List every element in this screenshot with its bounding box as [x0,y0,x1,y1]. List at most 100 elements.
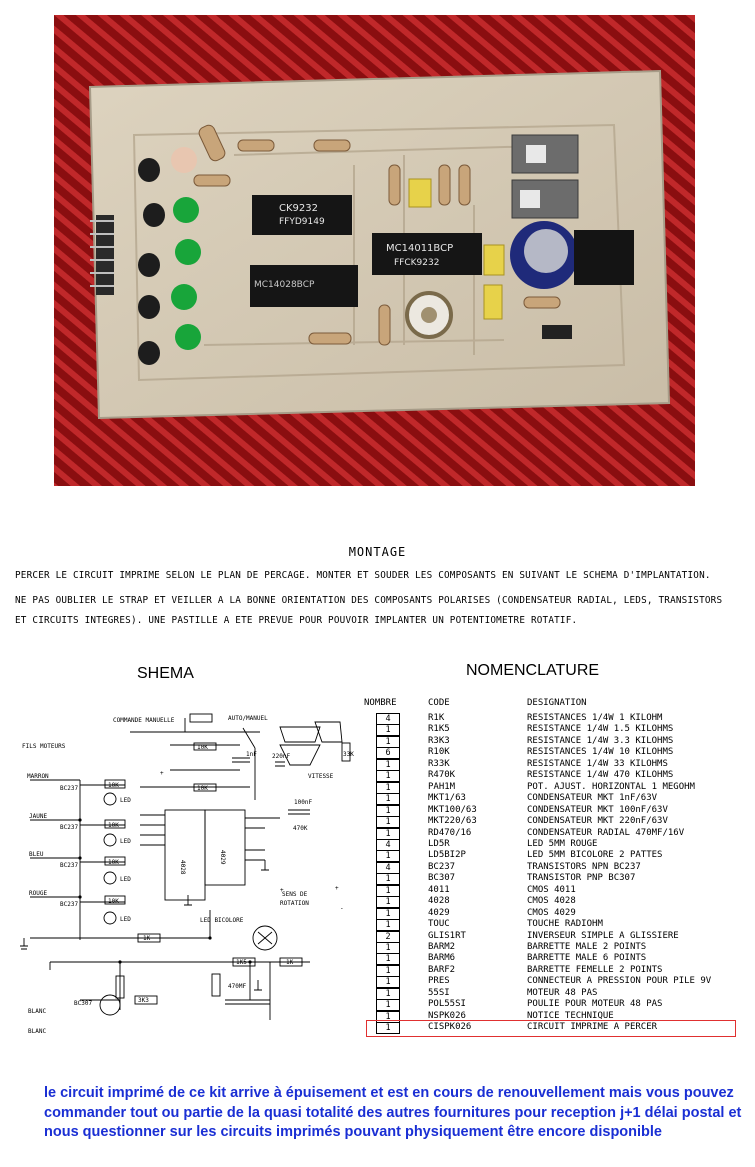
code-cell: LD5R [428,838,450,849]
code-cell: MKT100/63 [428,804,477,815]
designation-cell: LED 5MM BICOLORE 2 PATTES [527,850,663,861]
label-fils: FILS MOTEURS [22,743,66,750]
label-led-4: LED [120,916,131,923]
label-bc237-3: BC237 [60,862,78,869]
code-cell: RD470/16 [428,827,472,838]
label-r3k3: 3K3 [138,997,149,1004]
designation-cell: MOTEUR 48 PAS [527,987,598,998]
qty-cell: 1 [376,770,400,783]
label-blanc-2: BLANC [28,1028,46,1035]
label-rouge: ROUGE [29,890,47,897]
code-cell: BC237 [428,861,456,872]
designation-cell: CMOS 4011 [527,884,576,895]
designation-cell: BARRETTE FEMELLE 2 POINTS [527,964,663,975]
resistors [193,124,561,346]
electrolytic-capacitor [510,221,578,289]
qty-cell: 1 [376,987,400,1000]
table-row: 1 RD470/16 CONDENSATEUR RADIAL 470MF/16V [0,827,755,840]
qty-cell: 1 [376,907,400,920]
highlight-box [366,1020,736,1038]
col-code: CODE [428,698,450,708]
montage-line-3: ET CIRCUITS INTEGRES). UNE PASTILLE A ET… [15,615,578,626]
schematic-diagram: COMMANDE MANUELLE AUTO/MANUEL FILS MOTEU… [20,713,354,1035]
label-r1k-b: 1K [286,959,294,966]
designation-cell: INVERSEUR SIMPLE A GLISSIERE [527,930,679,941]
label-r10k-b: 10K [197,785,208,792]
qty-cell: 1 [376,873,400,886]
qty-cell: 4 [376,838,400,851]
qty-cell: 1 [376,976,400,989]
qty-cell: 1 [376,953,400,966]
qty-cell: 1 [376,758,400,771]
table-row: 4 BC237 TRANSISTORS NPN BC237 [0,861,755,874]
label-rotation: ROTATION [280,900,309,907]
pin-header [90,215,114,295]
designation-cell: NOTICE TECHNIQUE [527,1010,614,1021]
label-vitesse: VITESSE [308,773,334,780]
label-commande: COMMANDE MANUELLE [113,717,175,724]
label-r470k: 470K [293,825,308,832]
designation-cell: TOUCHE RADIOHM [527,919,603,930]
code-cell: 55SI [428,987,450,998]
designation-cell: CONDENSATEUR MKT 100nF/63V [527,804,668,815]
designation-cell: CONDENSATEUR RADIAL 470MF/16V [527,827,685,838]
code-cell: R1K [428,713,445,723]
nomenclature-heading: NOMENCLATURE [466,662,600,679]
designation-cell: TRANSISTORS NPN BC237 [527,861,641,872]
qty-cell: 4 [376,861,400,874]
label-r10k-a: 10K [197,744,208,751]
code-cell: R10K [428,747,450,758]
table-row: 1 BC307 TRANSISTOR PNP BC307 [0,873,755,886]
code-cell: 4029 [428,907,450,918]
qty-cell: 1 [376,724,400,737]
pushbutton [574,230,634,285]
code-cell: TOUC [428,919,450,930]
label-r1k-a: 1K [143,935,151,942]
qty-cell: 1 [376,793,400,806]
label-bleu: BLEU [29,851,44,858]
qty-cell: 1 [376,827,400,840]
label-c220nf: 220nF [272,753,290,760]
montage-title: MONTAGE [348,545,407,559]
label-bc307: BC307 [74,1000,92,1007]
code-cell: R1K5 [428,724,450,735]
designation-cell: CONDENSATEUR MKT 1nF/63V [527,793,658,804]
montage-line-1: PERCER LE CIRCUIT IMPRIME SELON LE PLAN … [15,570,711,581]
label-plus-2: + [280,887,284,894]
qty-cell: 1 [376,804,400,817]
label-r10k-c: 10K [108,782,119,789]
chip-label-4: MC14011BCP [386,243,453,254]
code-cell: 4011 [428,884,450,895]
chip-label-3: MC14028BCP [254,280,315,290]
designation-cell: TRANSISTOR PNP BC307 [527,873,636,884]
code-cell: BARM2 [428,942,456,952]
code-cell: R3K3 [428,735,450,746]
qty-cell: 2 [376,930,400,943]
pcb-photo: CK9232 FFYD9149 MC14028BCP MC14011BCP FF… [54,15,695,486]
label-c470mf: 470MF [228,983,246,990]
code-cell: BARM6 [428,953,456,964]
designation-cell: POULIE POUR MOTEUR 48 PAS [527,999,663,1010]
code-cell: BC307 [428,873,456,884]
transistors [138,158,165,365]
qty-cell: 1 [376,816,400,829]
designation-cell: CONNECTEUR A PRESSION POUR PILE 9V [527,976,712,987]
code-cell: NSPK026 [428,1010,466,1021]
designation-cell: LED 5MM ROUGE [527,838,598,849]
label-auto: AUTO/MANUEL [228,715,268,722]
qty-cell: 1 [376,884,400,897]
potentiometer [405,291,453,339]
qty-cell: 1 [376,999,400,1012]
qty-cell: 1 [376,850,400,863]
